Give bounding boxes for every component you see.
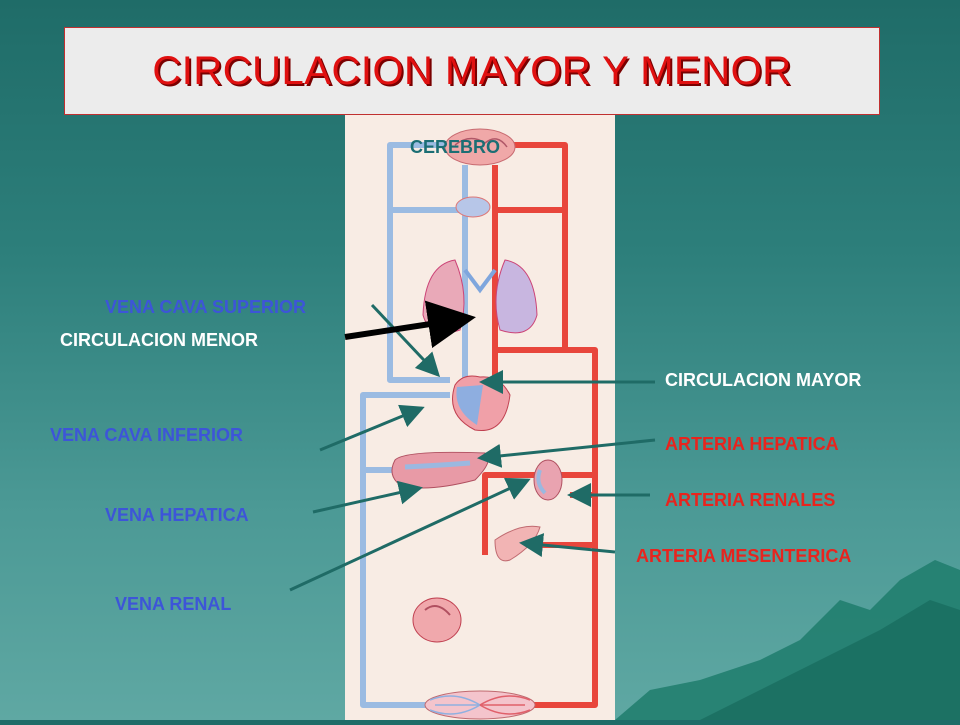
label-circulacion-menor: CIRCULACION MENOR [60,330,258,350]
pointer-circulacion-menor [344,300,476,349]
label-arteria-hepatica: ARTERIA HEPATICA [665,434,839,454]
pointer-vena-hepatica [312,480,423,514]
pointer-arteria-hepatica [477,438,656,468]
pointer-vena-cava-superior [370,303,441,378]
label-circulacion-mayor: CIRCULACION MAYOR [665,370,862,390]
upper-venous-loop [387,142,463,383]
diagram-panel [345,115,615,720]
label-vena-hepatica: VENA HEPATICA [105,505,249,525]
pointer-vena-renal [289,477,531,592]
lower-arterial-loop [495,347,598,708]
label-cerebro: CEREBRO [410,137,501,157]
label-vena-renal: VENA RENAL [115,594,232,614]
head-organ [455,196,491,218]
label-vena-cava-inferior: VENA CAVA INFERIOR [50,425,244,445]
page-title: CIRCULACION MAYOR Y MENOR [152,48,792,93]
label-vena-cava-superior: VENA CAVA SUPERIOR [105,297,307,317]
right-lung [495,259,538,334]
label-arteria-renales: ARTERIA RENALES [665,490,836,510]
title-box: CIRCULACION MAYOR Y MENOR [64,27,880,115]
pointer-arteria-mesenterica [519,533,616,557]
pointer-vena-cava-inferior [319,404,425,452]
brain-organ [444,128,516,166]
lower-venous-loop [360,392,450,708]
label-arteria-mesenterica: ARTERIA MESENTERICA [636,546,852,566]
